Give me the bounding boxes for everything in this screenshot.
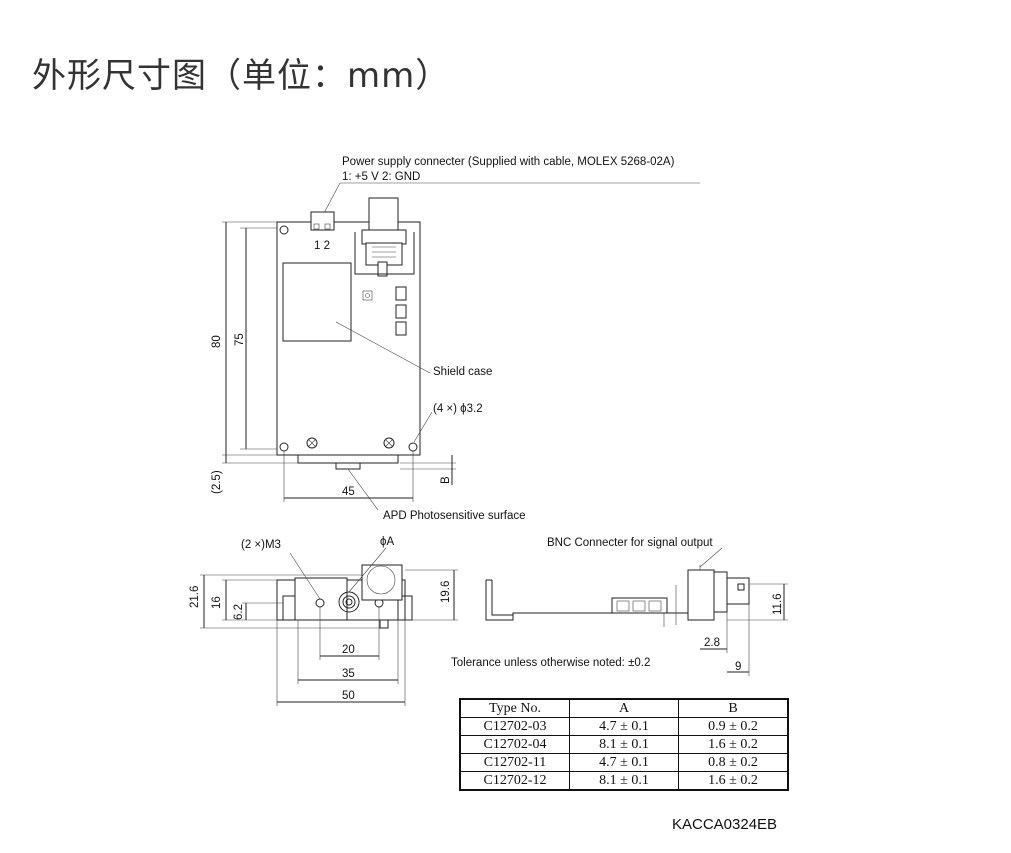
dim-50: 50 [342,690,355,702]
cell-b: 1.6 ± 0.2 [678,735,789,754]
front-view [200,547,458,706]
phi-a-label: ϕA [380,536,394,548]
cell-b: 0.8 ± 0.2 [678,753,789,772]
apd-surface-label: APD Photosensitive surface [383,510,526,522]
dim-6-2: 6.2 [233,604,245,620]
dim-2-5: (2.5) [211,470,223,494]
header-b: B [678,698,789,718]
table-row: C12702-11 4.7 ± 0.1 0.8 ± 0.2 [459,753,789,772]
dim-21-6: 21.6 [189,586,201,608]
side-view [485,547,788,676]
shield-case [282,262,352,342]
dim-b: B [440,476,452,484]
cell-type: C12702-03 [459,717,570,736]
pin-numbers: 1 2 [314,240,330,252]
power-connector [310,211,335,231]
dim-75: 75 [234,333,246,346]
cell-a: 4.7 ± 0.1 [569,717,679,736]
bnc-connector-top [354,197,415,277]
drawing-code: KACCA0324EB [672,816,778,833]
cell-a: 8.1 ± 0.1 [569,735,679,754]
dim-19-6: 19.6 [440,581,452,603]
mounting-hole [279,442,289,452]
table-row: C12702-04 8.1 ± 0.1 1.6 ± 0.2 [459,735,789,754]
shield-case-label: Shield case [433,366,492,378]
bnc-label: BNC Connecter for signal output [547,537,713,549]
cell-type: C12702-11 [459,753,570,772]
cell-type: C12702-12 [459,771,570,791]
cell-type: C12702-04 [459,735,570,754]
holes-label: (4 ×) ϕ3.2 [433,403,483,415]
top-view [222,182,700,511]
dim-35: 35 [342,668,355,680]
page-title: 外形尺寸图（单位：mm） [32,56,451,96]
dim-2-8: 2.8 [704,637,720,649]
cell-b: 1.6 ± 0.2 [678,771,789,791]
dim-9: 9 [735,661,741,673]
tolerance-note: Tolerance unless otherwise noted: ±0.2 [451,657,650,669]
cell-a: 8.1 ± 0.1 [569,771,679,791]
cell-b: 0.9 ± 0.2 [678,717,789,736]
table-header-row: Type No. A B [459,698,789,718]
header-type-no: Type No. [459,698,570,718]
dim-20: 20 [342,644,355,656]
mounting-hole [408,442,418,452]
type-table: Type No. A B C12702-03 4.7 ± 0.1 0.9 ± 0… [459,698,789,791]
m3-label: (2 ×)M3 [241,539,281,551]
dim-45: 45 [342,486,355,498]
dim-11-6: 11.6 [772,593,784,615]
header-a: A [569,698,679,718]
power-pin-label: 1: +5 V 2: GND [342,171,420,183]
power-connector-label: Power supply connecter (Supplied with ca… [342,156,675,168]
cell-a: 4.7 ± 0.1 [569,753,679,772]
dim-16: 16 [211,596,223,609]
mounting-hole [279,225,289,235]
table-row: C12702-12 8.1 ± 0.1 1.6 ± 0.2 [459,771,789,791]
dim-80: 80 [211,335,223,348]
table-row: C12702-03 4.7 ± 0.1 0.9 ± 0.2 [459,717,789,736]
